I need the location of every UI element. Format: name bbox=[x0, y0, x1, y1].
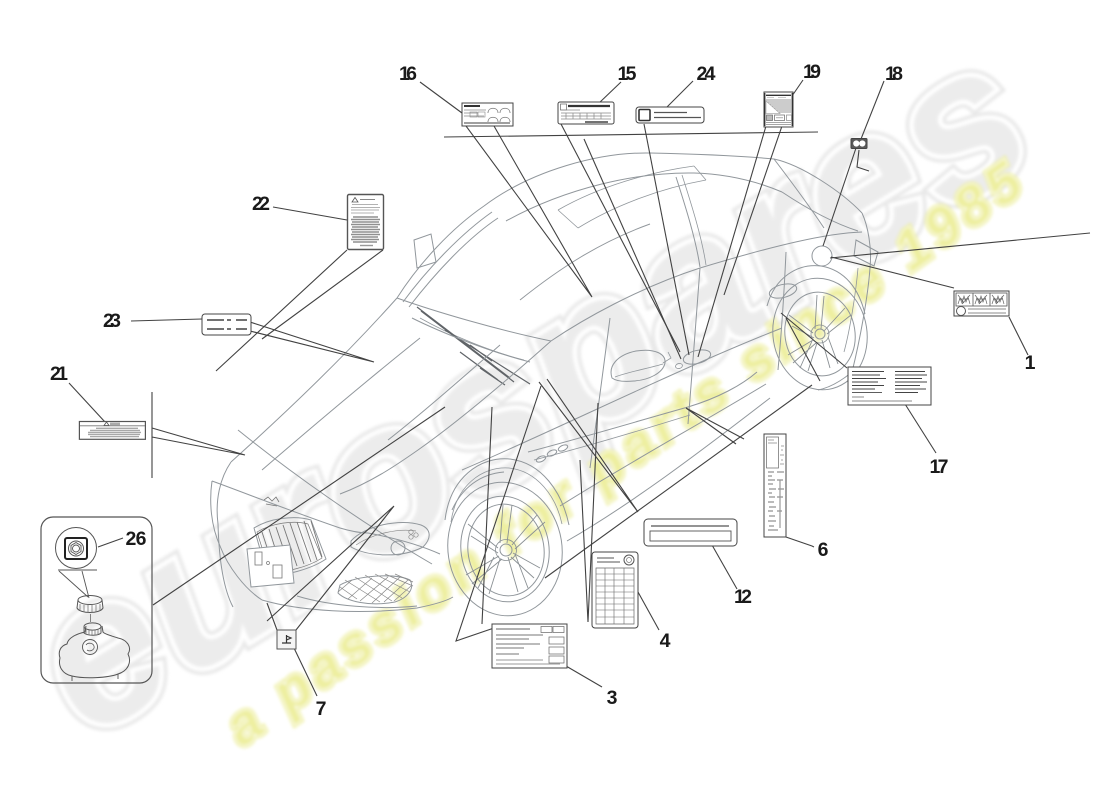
svg-text:19: 19 bbox=[803, 61, 821, 83]
svg-text:16: 16 bbox=[399, 63, 417, 85]
svg-text:4: 4 bbox=[660, 630, 671, 652]
svg-text:17: 17 bbox=[930, 456, 949, 478]
svg-text:23: 23 bbox=[103, 310, 121, 332]
svg-text:18: 18 bbox=[885, 63, 903, 85]
svg-text:12: 12 bbox=[734, 586, 752, 608]
svg-text:22: 22 bbox=[252, 193, 270, 215]
svg-text:15: 15 bbox=[618, 63, 637, 85]
svg-text:7: 7 bbox=[316, 698, 327, 720]
svg-text:24: 24 bbox=[697, 63, 716, 85]
svg-text:21: 21 bbox=[50, 363, 68, 385]
svg-text:6: 6 bbox=[818, 539, 829, 561]
svg-text:26: 26 bbox=[126, 528, 147, 550]
svg-text:3: 3 bbox=[607, 687, 618, 709]
svg-text:1: 1 bbox=[1025, 352, 1036, 374]
